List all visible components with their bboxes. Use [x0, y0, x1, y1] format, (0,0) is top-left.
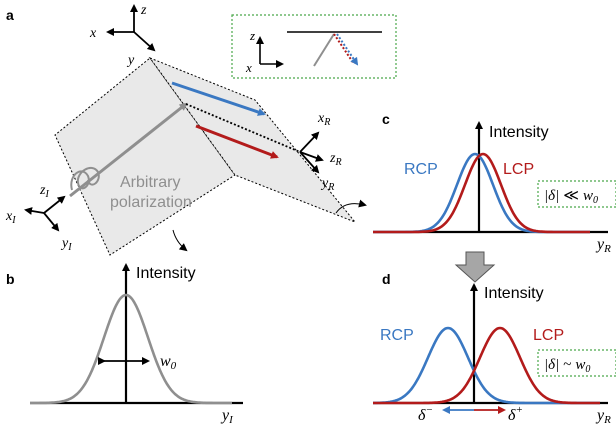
svg-text:w0: w0	[160, 353, 177, 372]
svg-text:zR: zR	[329, 151, 342, 168]
d-cond-sub: 0	[585, 364, 590, 375]
reflected-axes: xR zR yR	[299, 111, 342, 193]
svg-text:|δ|~w0: |δ| ~w0	[544, 357, 590, 375]
inset-incident-ray	[313, 33, 335, 67]
svg-text:xR: xR	[317, 111, 330, 128]
panel-c-label: c	[382, 111, 390, 127]
d-shift-left: δ	[418, 407, 426, 424]
lab-y-label: y	[126, 53, 135, 68]
b-ylabel: Intensity	[136, 265, 196, 282]
d-cond-rel: ~	[563, 357, 571, 373]
incident-axes: zI xI yI	[5, 183, 72, 253]
d-shift-right-sup: +	[515, 404, 522, 416]
d-xlabel: y	[595, 407, 605, 424]
b-width-sub: 0	[171, 360, 177, 372]
inset-reflected-rcp	[336, 33, 359, 66]
reflected-lcp-beam	[195, 124, 279, 159]
d-cond-a: |δ|	[544, 357, 559, 373]
d-lcp-label: LCP	[533, 327, 564, 344]
c-ylabel: Intensity	[489, 124, 549, 141]
c-cond-b: w	[583, 188, 593, 204]
ref-x-sub: R	[323, 117, 330, 128]
ref-z-label: z	[329, 151, 336, 166]
d-shift-left-sup: −	[425, 404, 432, 416]
svg-text:yR: yR	[595, 236, 611, 255]
svg-text:δ−: δ−	[418, 404, 433, 424]
ref-y-label: y	[320, 176, 329, 191]
svg-text:zI: zI	[39, 183, 49, 200]
inc-x-label: x	[5, 209, 13, 224]
panel-d-label: d	[382, 271, 391, 287]
transition-arrow	[454, 251, 496, 283]
lab-axes: z x y	[89, 3, 156, 68]
inc-x-sub: I	[11, 215, 16, 226]
inc-z-sub: I	[44, 189, 49, 200]
inset-x-label: x	[245, 60, 252, 75]
inc-z-label: z	[39, 183, 46, 198]
c-lcp-curve	[373, 152, 590, 234]
incident-beam: Arbitrary polarization	[69, 102, 192, 211]
lab-z-label: z	[140, 3, 147, 18]
inset-z-label: z	[249, 28, 255, 43]
b-xlabel: y	[220, 407, 230, 424]
svg-text:|δ|≪w0: |δ| ≪w0	[544, 188, 598, 206]
c-xlabel: y	[595, 236, 605, 253]
c-cond-a: |δ|	[544, 188, 559, 204]
panel-a-label: a	[6, 7, 14, 23]
svg-text:xI: xI	[5, 209, 16, 226]
c-rcp-label: RCP	[404, 161, 438, 178]
c-cond-sub: 0	[593, 195, 598, 206]
lab-x-label: x	[89, 26, 97, 41]
b-width-label: w	[160, 353, 171, 370]
d-ylabel: Intensity	[484, 285, 544, 302]
svg-text:yI: yI	[220, 407, 234, 426]
inc-y-sub: I	[67, 242, 72, 253]
panel-b-label: b	[6, 271, 15, 287]
inset-box: z x	[231, 14, 397, 79]
inc-y-label: y	[60, 236, 69, 251]
c-lcp-label: LCP	[503, 161, 534, 178]
reflected-rcp-beam	[171, 81, 266, 116]
ref-y-sub: R	[327, 182, 334, 193]
reflection-plane	[54, 56, 357, 256]
svg-text:yR: yR	[320, 176, 334, 193]
c-cond-rel: ≪	[563, 188, 579, 204]
ref-x-label: x	[317, 111, 325, 126]
d-lcp-curve	[373, 326, 600, 405]
b-gaussian-curve	[30, 293, 232, 405]
plane-curl-arrow-1	[172, 229, 188, 252]
ref-z-sub: R	[334, 157, 341, 168]
svg-text:yR: yR	[595, 407, 611, 426]
c-xlabel-sub: R	[603, 243, 611, 255]
svg-text:δ+: δ+	[508, 404, 523, 424]
plane-curl-arrow-2	[335, 199, 367, 214]
b-xlabel-sub: I	[228, 414, 234, 426]
d-cond-b: w	[575, 357, 585, 373]
beam-label-line2: polarization	[110, 194, 192, 211]
reflected-center-ray	[185, 103, 301, 153]
svg-text:yI: yI	[60, 236, 72, 253]
d-xlabel-sub: R	[603, 414, 611, 426]
beam-label-line1: Arbitrary	[120, 174, 180, 191]
d-rcp-label: RCP	[380, 327, 414, 344]
inset-reflected-lcp	[333, 33, 355, 65]
d-shift-right: δ	[508, 407, 516, 424]
